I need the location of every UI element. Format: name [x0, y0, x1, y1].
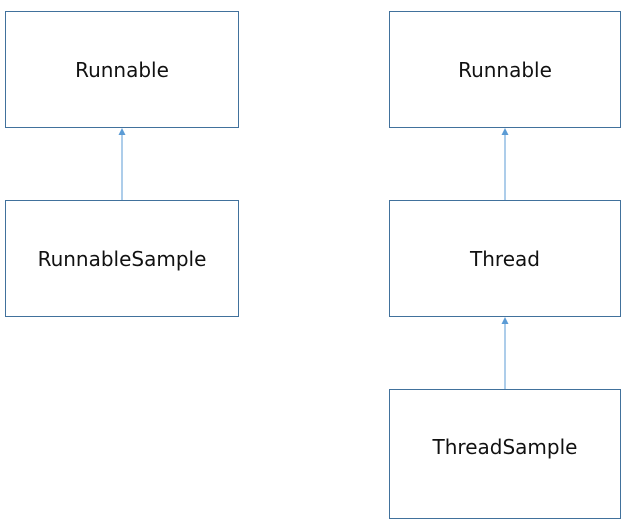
class-label: RunnableSample — [37, 246, 207, 271]
inheritance-diagram: Runnable RunnableSample Runnable Thread … — [5, 11, 621, 519]
class-label: Runnable — [458, 57, 552, 82]
arrowhead-thread — [501, 317, 509, 324]
class-box-threadsample: ThreadSample — [389, 389, 621, 519]
class-label: ThreadSample — [432, 435, 578, 459]
class-box-runnablesample: RunnableSample — [5, 200, 239, 317]
arrowhead-left-runnable — [118, 128, 126, 135]
class-box-runnable-left: Runnable — [5, 11, 239, 128]
arrowhead-right-runnable — [501, 128, 509, 135]
class-box-thread: Thread — [389, 200, 621, 317]
class-label: Thread — [470, 246, 540, 271]
class-label: Runnable — [75, 57, 169, 82]
class-box-runnable-right: Runnable — [389, 11, 621, 128]
inheritance-arrows — [118, 128, 509, 389]
